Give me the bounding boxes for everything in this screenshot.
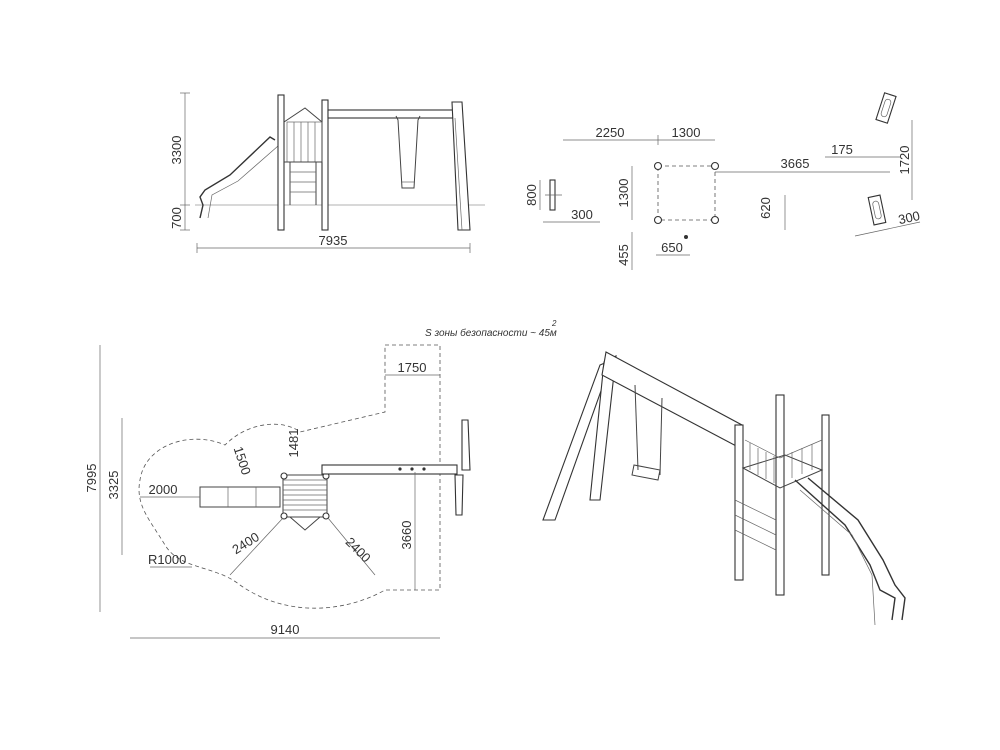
post-anchor	[653, 161, 663, 171]
slide-top	[199, 486, 281, 508]
slide-iso-edge	[794, 479, 896, 621]
tower-post-top	[280, 472, 288, 480]
dim-slide-zone: 2000	[149, 482, 178, 497]
tower-post-iso	[734, 424, 744, 581]
swing-leg-top	[461, 419, 471, 471]
dim-diag-right: 2400	[343, 534, 374, 565]
dim-zone-height: 3325	[106, 471, 121, 500]
dim-offset-b: 1300	[672, 125, 701, 140]
swing-beam-iso	[601, 351, 743, 449]
dim-left-width: 300	[571, 207, 593, 222]
bolt-mark	[422, 467, 426, 471]
dim-swing-clear: 1750	[398, 360, 427, 375]
dim-length: 7935	[319, 233, 348, 248]
dim-left-height: 800	[524, 184, 539, 206]
anchor-plan-view: 2250 1300 1300 455 650 3665 175 620	[524, 92, 921, 270]
dim-diag-left: 2400	[229, 529, 261, 557]
swing-seat-iso	[631, 464, 661, 481]
tower-post-top	[322, 512, 330, 520]
swing-beam	[327, 109, 459, 119]
platform-iso	[741, 454, 824, 489]
slide-iso-edge	[799, 489, 876, 626]
bolt-mark	[398, 467, 402, 471]
tower-roof-frame	[283, 107, 323, 123]
tower-post-left	[277, 94, 285, 231]
dim-swing-depth: 3660	[399, 521, 414, 550]
swing-foot-bottom	[867, 194, 887, 226]
dim-clear-1481: 1481	[286, 429, 301, 458]
tower-rail-panel	[286, 121, 323, 163]
diag-right-dim-line	[327, 517, 376, 576]
safety-zone-exponent: 2	[551, 319, 557, 328]
rail-top-iso	[744, 439, 823, 459]
ladder-rungs-iso	[734, 499, 777, 551]
dim-offset-a: 2250	[596, 125, 625, 140]
swing-chain	[634, 384, 639, 471]
tower-post-iso	[775, 394, 785, 596]
tower-platform	[282, 474, 328, 518]
dim-swing-height: 1720	[897, 146, 912, 175]
safety-zone-boundary	[138, 344, 441, 609]
swing-leg-edge	[454, 117, 463, 231]
dim-footing: 650	[661, 240, 683, 255]
dim-swing-offset: 175	[831, 142, 853, 157]
safety-zone-label: S зоны безопасности ~ 45м	[425, 327, 557, 339]
tower-post-top	[280, 512, 288, 520]
swing-foot-top	[875, 92, 897, 124]
swing-beam-top	[321, 464, 458, 475]
tower-post-right	[321, 99, 329, 231]
swing-leg-bottom	[454, 474, 464, 516]
swing-width-dim-line	[854, 221, 921, 237]
dim-depth-620: 620	[758, 197, 773, 219]
tower-footprint	[657, 165, 716, 221]
dim-platform-height: 700	[169, 207, 184, 229]
safety-zone-note: S зоны безопасности ~ 45м 2	[425, 319, 557, 339]
post-anchor	[710, 161, 720, 171]
footing-mark	[684, 235, 688, 239]
diag-left-dim-line	[229, 517, 284, 576]
post-anchor	[710, 215, 720, 225]
dim-height: 3300	[169, 136, 184, 165]
slide-iso-edge	[807, 477, 906, 621]
slide-inner-edge	[207, 145, 279, 219]
swing-leg	[451, 101, 471, 231]
dim-curve: 1500	[231, 445, 254, 477]
dim-radius: R1000	[148, 552, 186, 567]
dim-side: 1300	[616, 179, 631, 208]
dim-swing-width: 300	[897, 208, 921, 227]
ladder-top	[289, 516, 321, 531]
swing-chains-seat	[395, 115, 421, 189]
isometric-view	[542, 351, 906, 626]
dim-span: 3665	[781, 156, 810, 171]
bolt-mark	[410, 467, 414, 471]
front-elevation-view: 3300 700 7935	[169, 92, 485, 253]
dim-total-height: 7995	[84, 464, 99, 493]
slide-outline	[199, 136, 276, 219]
dim-total-width: 9140	[271, 622, 300, 637]
dim-depth-455: 455	[616, 244, 631, 266]
swing-chain	[659, 397, 663, 476]
top-view-safety-zone: 7995 3325 2000 R1000 1500 1750 1481 2400…	[84, 344, 471, 639]
post-anchor	[653, 215, 663, 225]
